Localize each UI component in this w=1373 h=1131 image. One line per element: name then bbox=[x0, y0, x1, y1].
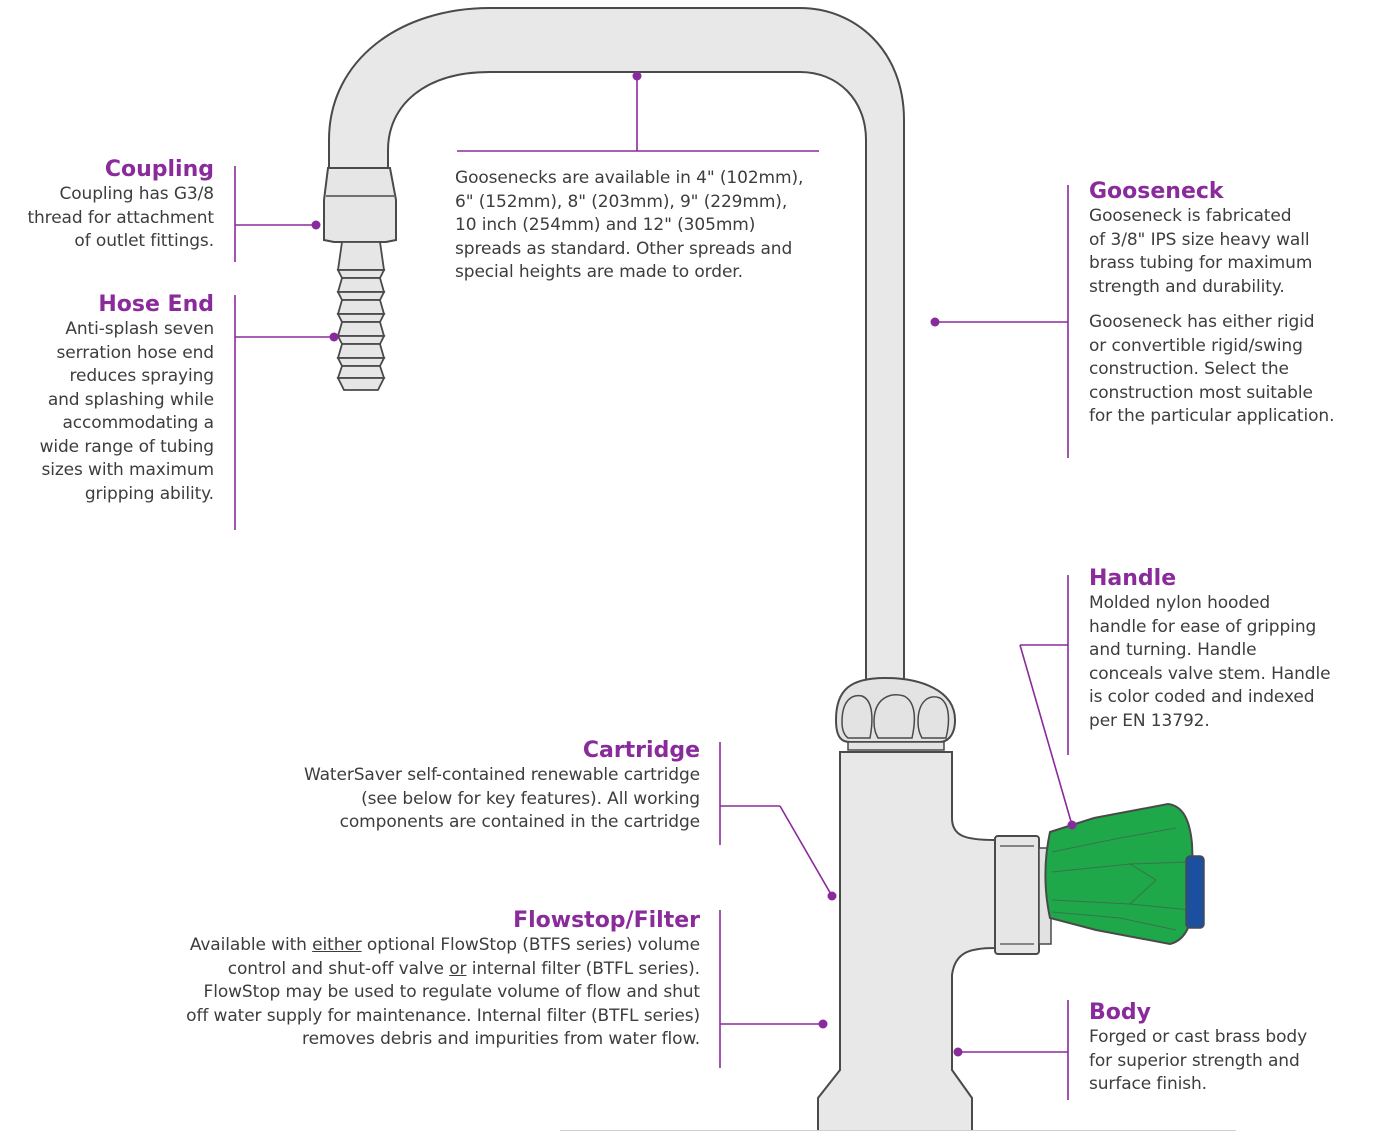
text-line: WaterSaver self-contained renewable cart… bbox=[303, 765, 700, 785]
text-line: sizes with maximum bbox=[41, 460, 214, 480]
handle-callout: Handle Molded nylon hooded handle for ea… bbox=[1089, 566, 1369, 733]
text-line: Coupling has G3/8 bbox=[59, 184, 214, 204]
handle-title: Handle bbox=[1089, 566, 1177, 591]
text-line: removes debris and impurities from water… bbox=[302, 1029, 700, 1049]
flowstop-desc: Available with either optional FlowStop … bbox=[100, 934, 700, 1052]
text-line: and turning. Handle bbox=[1089, 640, 1257, 660]
body-desc: Forged or cast brass body for superior s… bbox=[1089, 1026, 1369, 1097]
gooseneck-title: Gooseneck bbox=[1089, 179, 1224, 204]
text-line: strength and durability. bbox=[1089, 276, 1285, 297]
body-title: Body bbox=[1089, 1000, 1151, 1025]
text-line: construction most suitable bbox=[1089, 382, 1313, 403]
text-line: Gooseneck is fabricated bbox=[1089, 206, 1292, 226]
text-span: internal filter (BTFL series). bbox=[466, 958, 700, 979]
swivel-nut bbox=[834, 676, 957, 751]
underlined-word: either bbox=[312, 935, 362, 955]
text-line: surface finish. bbox=[1089, 1074, 1207, 1094]
text-span: optional FlowStop (BTFS series) volume bbox=[361, 935, 700, 955]
text-line: Gooseneck has either rigid bbox=[1089, 312, 1315, 332]
text-line: FlowStop may be used to regulate volume … bbox=[203, 982, 701, 1002]
spread-note: Goosenecks are available in 4" (102mm), … bbox=[455, 167, 850, 285]
text-line: accommodating a bbox=[62, 413, 214, 433]
green-handle bbox=[1044, 802, 1205, 946]
text-line: control and shut-off valve or internal f… bbox=[100, 958, 700, 982]
gooseneck-tube bbox=[328, 7, 905, 681]
body-callout: Body Forged or cast brass body for super… bbox=[1089, 1000, 1369, 1097]
flowstop-title: Flowstop/Filter bbox=[513, 908, 700, 933]
hose-end-title: Hose End bbox=[98, 292, 214, 317]
gooseneck-callout: Gooseneck Gooseneck is fabricated of 3/8… bbox=[1089, 179, 1369, 429]
coupling-callout: Coupling Coupling has G3/8 thread for at… bbox=[0, 157, 214, 254]
text-line: brass tubing for maximum bbox=[1089, 253, 1313, 273]
gooseneck-desc-2: Gooseneck has either rigid or convertibl… bbox=[1089, 311, 1369, 429]
text-span: Available with bbox=[189, 935, 313, 955]
text-line: reduces spraying bbox=[69, 366, 214, 386]
text-line: Goosenecks are available in 4" (102mm), bbox=[455, 168, 804, 188]
spread-note-text: Goosenecks are available in 4" (102mm), … bbox=[455, 167, 850, 285]
coupling-shape bbox=[323, 167, 397, 243]
hose-end-shape bbox=[336, 241, 386, 391]
text-line: (see below for key features). All workin… bbox=[361, 788, 700, 809]
text-line: spreads as standard. Other spreads and bbox=[455, 238, 793, 259]
text-line: of outlet fittings. bbox=[74, 231, 214, 251]
index-button bbox=[1185, 855, 1205, 929]
text-line: 10 inch (254mm) and 12" (305mm) bbox=[455, 215, 756, 235]
text-line: for the particular application. bbox=[1089, 406, 1335, 426]
hose-end-desc: Anti-splash seven serration hose end red… bbox=[0, 318, 215, 506]
flowstop-callout: Flowstop/Filter Available with either op… bbox=[100, 908, 700, 1052]
text-line: handle for ease of gripping bbox=[1089, 616, 1317, 637]
text-line: Anti-splash seven bbox=[65, 319, 214, 339]
text-line: serration hose end bbox=[56, 342, 214, 363]
cartridge-callout: Cartridge WaterSaver self-contained rene… bbox=[180, 738, 700, 835]
text-line: 6" (152mm), 8" (203mm), 9" (229mm), bbox=[455, 191, 788, 212]
cartridge-desc: WaterSaver self-contained renewable cart… bbox=[180, 764, 700, 835]
text-span: control and shut-off valve bbox=[227, 958, 450, 979]
text-line: conceals valve stem. Handle bbox=[1089, 663, 1331, 684]
cartridge-title: Cartridge bbox=[582, 738, 700, 763]
text-line: off water supply for maintenance. Intern… bbox=[186, 1005, 700, 1026]
text-line: components are contained in the cartridg… bbox=[339, 812, 700, 832]
hose-end-callout: Hose End Anti-splash seven serration hos… bbox=[0, 292, 215, 506]
text-line: construction. Select the bbox=[1089, 359, 1289, 379]
text-line: Molded nylon hooded bbox=[1089, 593, 1271, 613]
underlined-word: or bbox=[449, 958, 467, 979]
gooseneck-desc: Gooseneck is fabricated of 3/8" IPS size… bbox=[1089, 205, 1369, 299]
bonnet bbox=[994, 835, 1040, 955]
text-line: is color coded and indexed bbox=[1089, 687, 1315, 707]
text-line: Forged or cast brass body bbox=[1089, 1027, 1308, 1047]
text-line: wide range of tubing bbox=[39, 436, 215, 457]
coupling-title: Coupling bbox=[104, 157, 214, 182]
text-line: gripping ability. bbox=[84, 483, 214, 504]
coupling-desc: Coupling has G3/8 thread for attachment … bbox=[0, 183, 214, 254]
handle-desc: Molded nylon hooded handle for ease of g… bbox=[1089, 592, 1369, 733]
text-line: of 3/8" IPS size heavy wall bbox=[1089, 229, 1310, 250]
faucet-body bbox=[817, 751, 996, 1131]
text-line: for superior strength and bbox=[1089, 1050, 1300, 1071]
text-line: Available with either optional FlowStop … bbox=[100, 934, 700, 958]
text-line: special heights are made to order. bbox=[455, 262, 743, 282]
text-line: thread for attachment bbox=[27, 207, 214, 228]
text-line: per EN 13792. bbox=[1089, 710, 1210, 731]
text-line: or convertible rigid/swing bbox=[1089, 335, 1303, 356]
text-line: and splashing while bbox=[47, 389, 214, 410]
